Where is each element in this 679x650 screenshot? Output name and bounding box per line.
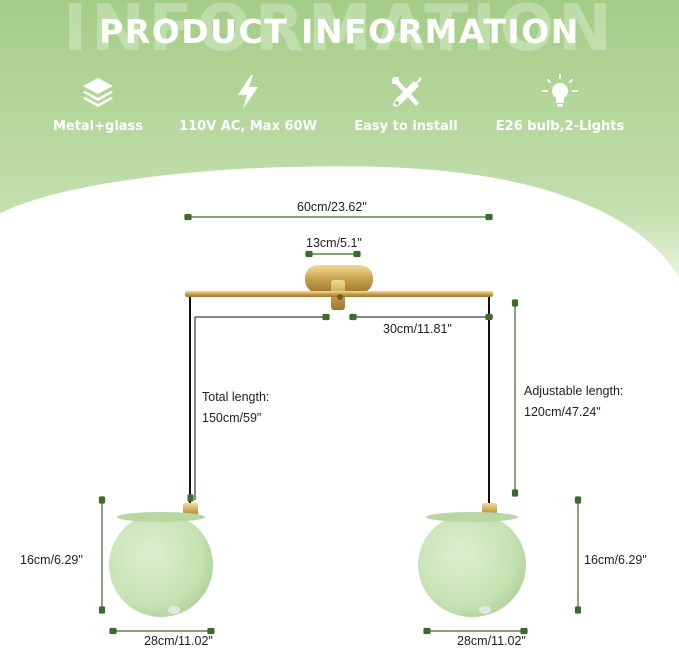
canopy	[305, 265, 373, 293]
dimension-canopy-width: 13cm/5.1"	[306, 236, 362, 250]
feature-label: Metal+glass	[52, 119, 144, 134]
feature-install: Easy to install	[331, 72, 481, 134]
dimension-half-span: 30cm/11.81"	[383, 322, 452, 336]
feature-metal-glass: Metal+glass	[23, 72, 173, 134]
feature-label: E26 bulb,2-Lights	[495, 119, 625, 134]
bulb-icon	[540, 72, 580, 112]
page-title: PRODUCT INFORMATION	[99, 12, 580, 51]
total-length-value: 150cm/59"	[202, 411, 262, 425]
header-watermark: INFORMATION	[63, 0, 616, 66]
left-shade	[109, 513, 213, 617]
feature-bulb: E26 bulb,2-Lights	[485, 72, 635, 134]
dimension-left-shade-height: 16cm/6.29"	[20, 553, 83, 567]
adjustable-length-label: Adjustable length:	[524, 384, 624, 398]
dimension-overall-width: 60cm/23.62"	[297, 200, 367, 214]
adjustable-length-value: 120cm/47.24"	[524, 405, 601, 419]
dimension-right-shade-width: 28cm/11.02"	[457, 634, 526, 648]
total-length-note: Total length: 150cm/59"	[202, 387, 269, 429]
dimension-left-shade-width: 28cm/11.02"	[144, 634, 213, 648]
tools-icon	[386, 72, 426, 112]
feature-label: 110V AC, Max 60W	[179, 119, 317, 134]
lightning-icon	[228, 72, 268, 112]
feature-label: Easy to install	[354, 119, 458, 134]
dimension-right-shade-height: 16cm/6.29"	[584, 553, 647, 567]
crossbar	[185, 291, 493, 297]
right-shade	[418, 513, 526, 617]
layers-icon	[78, 72, 118, 112]
adjustable-length-note: Adjustable length: 120cm/47.24"	[524, 381, 623, 423]
feature-voltage: 110V AC, Max 60W	[173, 72, 323, 134]
total-length-label: Total length:	[202, 390, 270, 404]
